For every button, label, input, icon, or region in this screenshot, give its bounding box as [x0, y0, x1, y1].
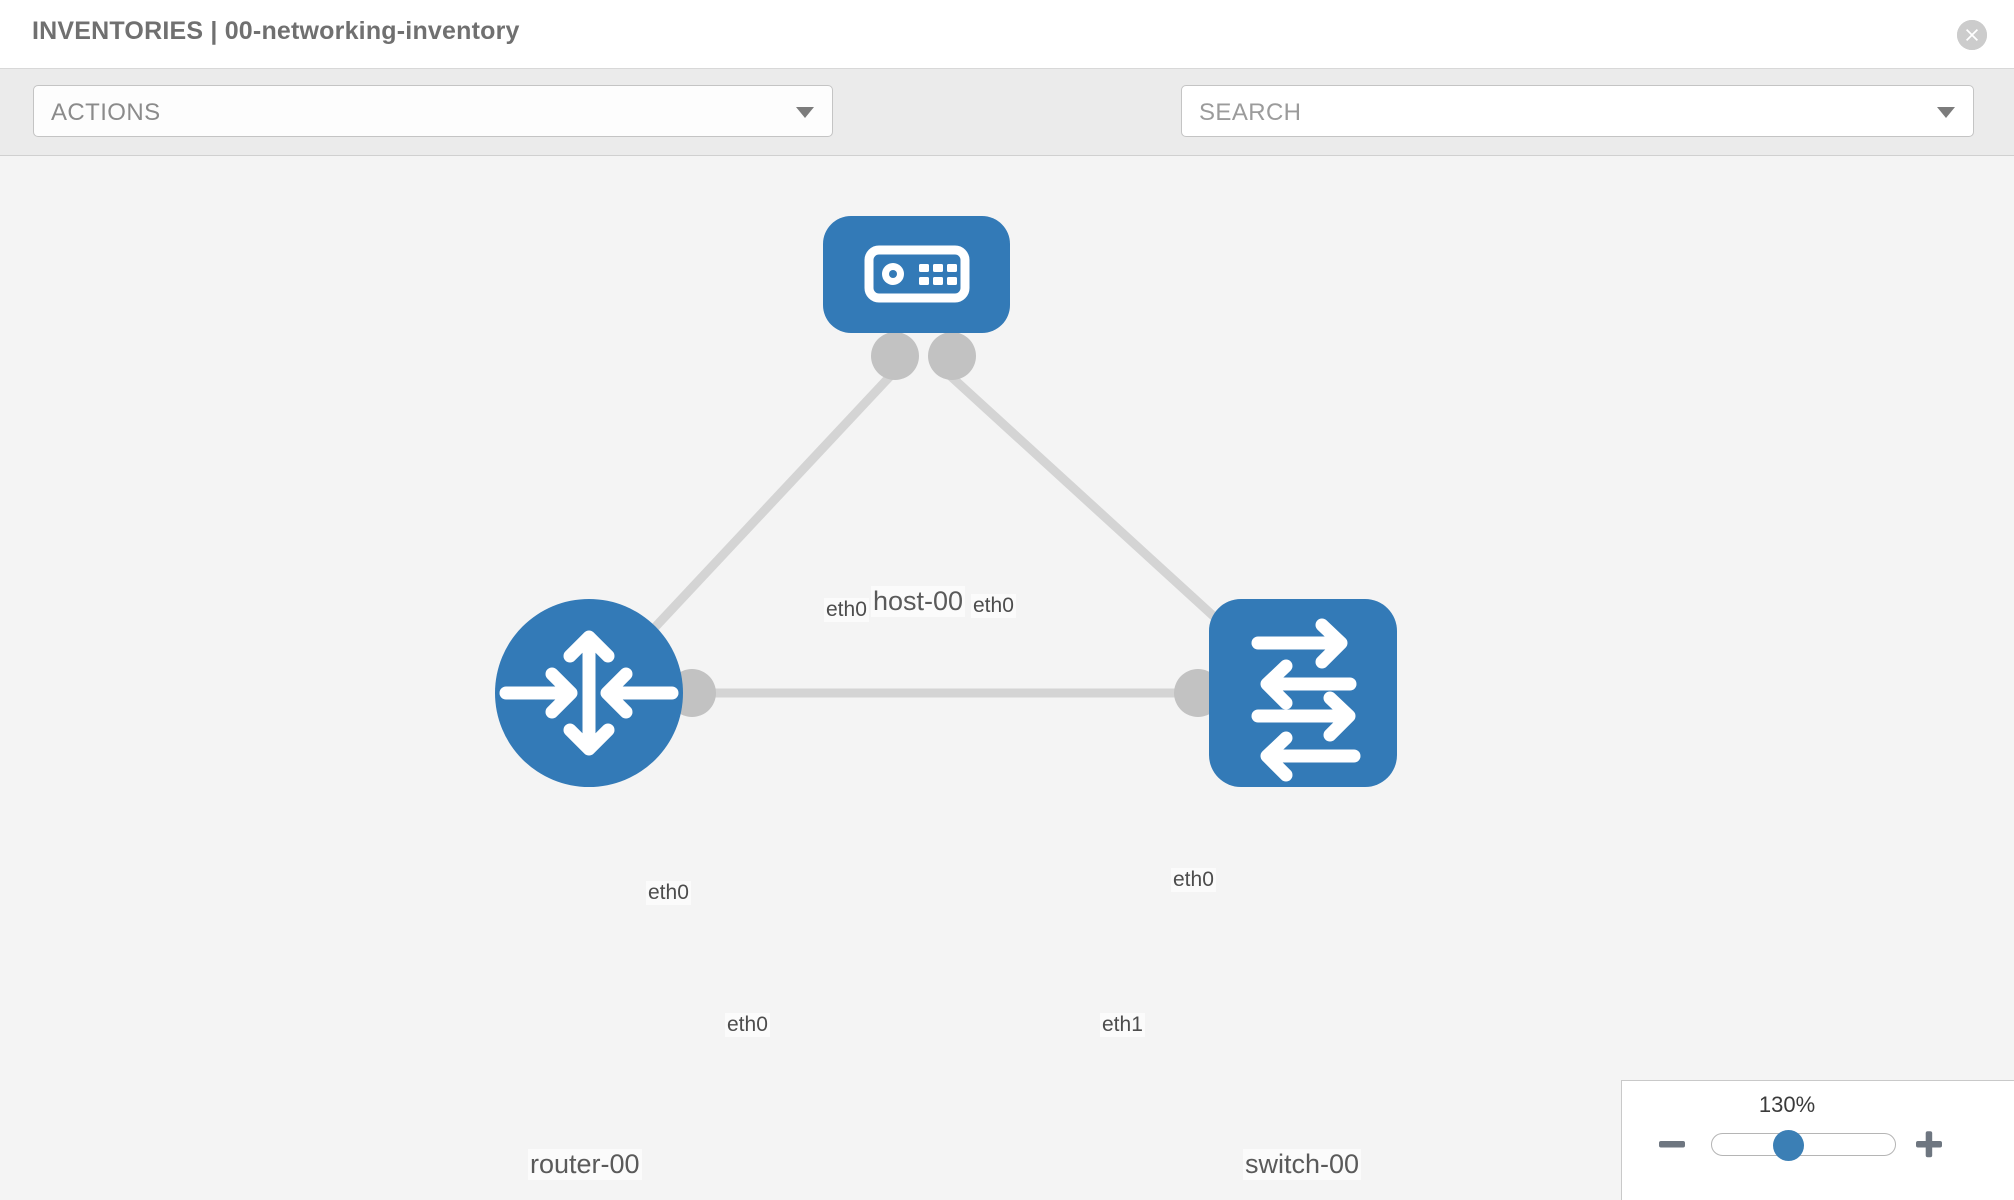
node-label-host: host-00: [871, 586, 966, 618]
topology-graph: [495, 216, 1397, 787]
topology-canvas[interactable]: eth0 eth0 eth0 eth0 eth0 eth1 host-00 ro…: [0, 156, 2014, 1200]
node-label-switch: switch-00: [1243, 1149, 1362, 1181]
chevron-down-icon: [1937, 107, 1955, 118]
server-icon: [864, 245, 970, 303]
link-label: eth0: [725, 1013, 770, 1038]
node-router-00: [495, 599, 683, 787]
search-input[interactable]: SEARCH: [1181, 85, 1974, 137]
page-header: INVENTORIES | 00-networking-inventory: [0, 0, 2014, 68]
router-icon: [499, 630, 679, 756]
link-label: eth0: [971, 594, 1016, 619]
actions-dropdown[interactable]: ACTIONS: [33, 85, 833, 137]
endpoint-host-right: [928, 332, 976, 380]
link-label: eth1: [1100, 1013, 1145, 1038]
zoom-level-value: 130%: [1758, 1092, 1816, 1117]
actions-dropdown-label: ACTIONS: [51, 99, 161, 126]
switch-icon: [1251, 618, 1361, 782]
node-host-00: [823, 216, 1010, 333]
link-label: eth0: [824, 598, 869, 623]
zoom-in-button[interactable]: [1912, 1127, 1946, 1161]
zoom-slider-thumb[interactable]: [1773, 1130, 1804, 1161]
node-switch-00: [1209, 599, 1397, 787]
search-placeholder: SEARCH: [1199, 99, 1302, 126]
link-label: eth0: [1171, 868, 1216, 893]
page-title: INVENTORIES | 00-networking-inventory: [32, 17, 520, 45]
link-label: eth0: [646, 881, 691, 906]
chevron-down-icon: [796, 107, 814, 118]
close-icon[interactable]: [1957, 20, 1987, 50]
toolbar: ACTIONS: [0, 68, 2014, 198]
endpoint-host-left: [871, 332, 919, 380]
topology-links: [596, 367, 1294, 698]
zoom-out-button[interactable]: [1655, 1127, 1689, 1161]
zoom-control-panel: 130%: [1621, 1080, 2014, 1200]
node-label-router: router-00: [528, 1149, 642, 1181]
